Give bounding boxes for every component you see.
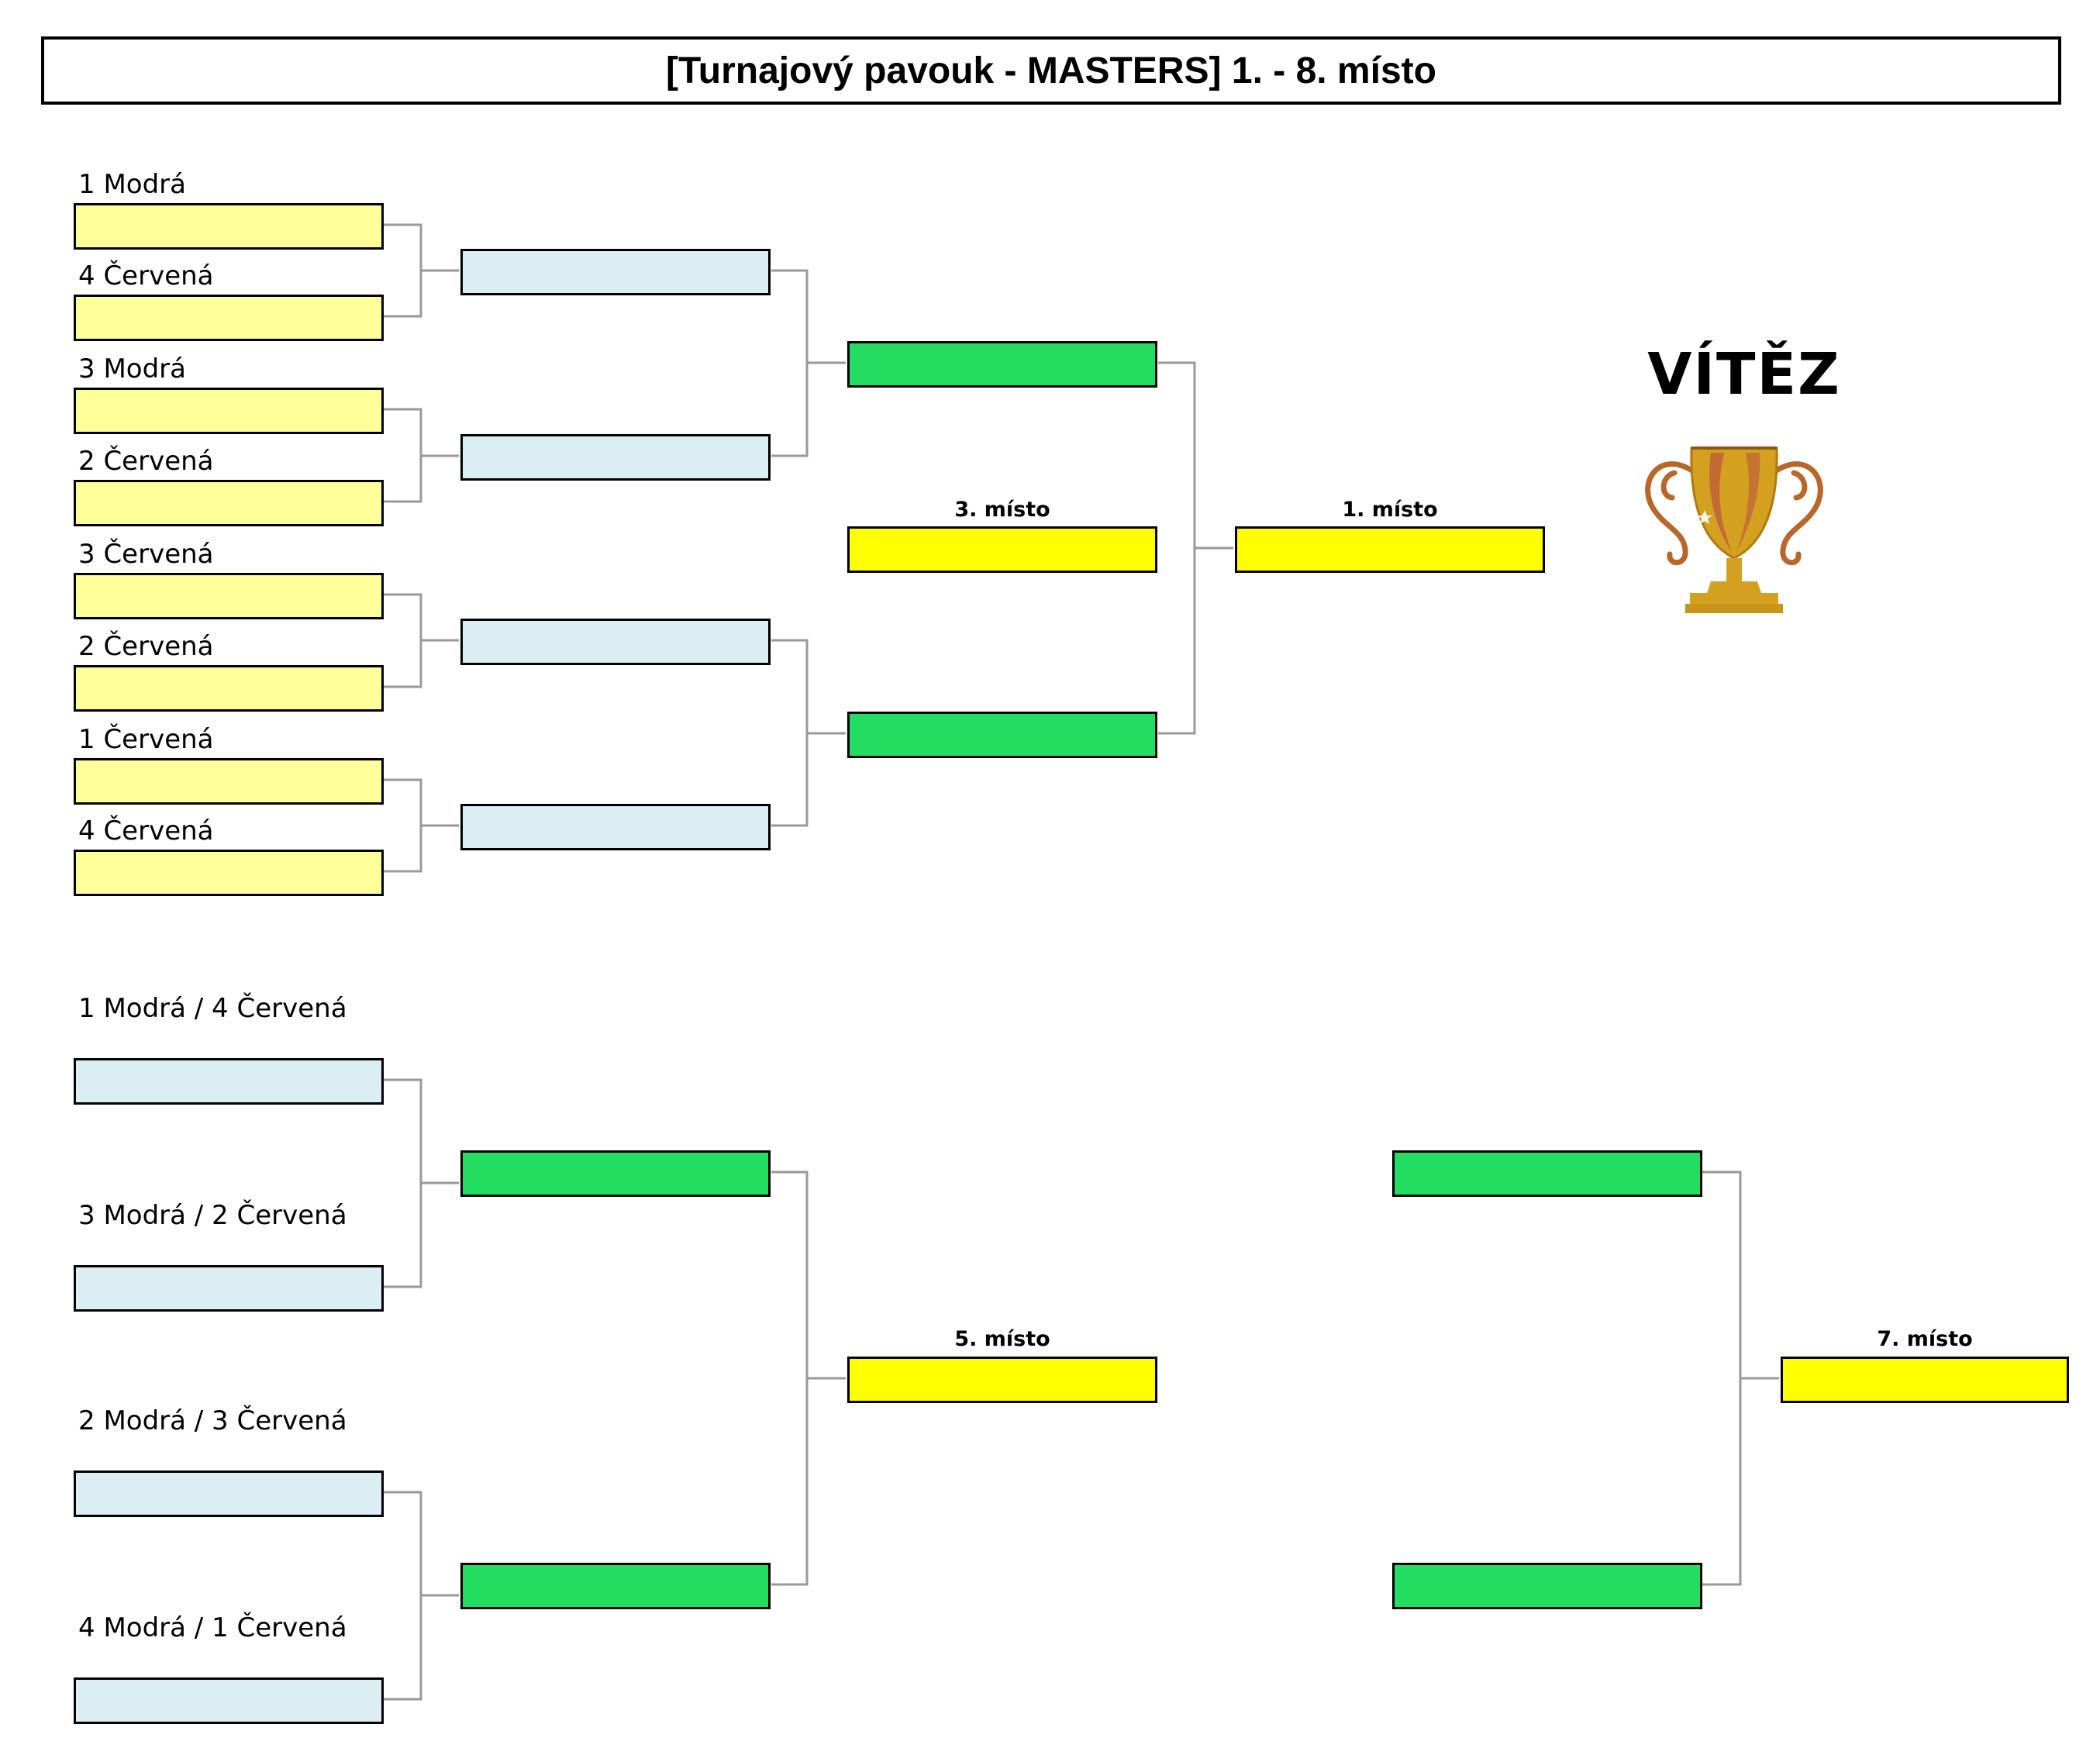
trophy-icon xyxy=(1637,442,1831,620)
seed-label: 3 Modrá xyxy=(78,353,186,384)
quarterfinal-slot[interactable] xyxy=(460,434,771,481)
seed-slot[interactable] xyxy=(74,758,384,805)
seed-label: 4 Červená xyxy=(78,260,214,291)
quarterfinal-slot[interactable] xyxy=(460,619,771,665)
fifth-place-label: 5. místo xyxy=(847,1327,1157,1352)
seed-label: 2 Červená xyxy=(78,446,214,477)
pair-label: 3 Modrá / 2 Červená xyxy=(78,1200,347,1231)
seed-label: 3 Červená xyxy=(78,539,214,570)
semifinal-slot[interactable] xyxy=(847,712,1157,758)
seed-label: 1 Modrá xyxy=(78,169,186,200)
seed-slot[interactable] xyxy=(74,203,384,250)
seed-slot[interactable] xyxy=(74,388,384,434)
pair-label: 1 Modrá / 4 Červená xyxy=(78,993,347,1024)
placement-semifinal-slot[interactable] xyxy=(460,1563,771,1609)
placement-slot[interactable] xyxy=(74,1677,384,1724)
seed-label: 2 Červená xyxy=(78,631,214,662)
third-place-label: 3. místo xyxy=(847,498,1157,522)
pair-label: 4 Modrá / 1 Červená xyxy=(78,1612,347,1643)
pair-label: 2 Modrá / 3 Červená xyxy=(78,1405,347,1436)
seventh-place-slot[interactable] xyxy=(1781,1357,2069,1403)
seed-slot[interactable] xyxy=(74,850,384,896)
first-place-label: 1. místo xyxy=(1235,498,1545,522)
first-place-slot[interactable] xyxy=(1235,526,1545,573)
placement-slot[interactable] xyxy=(74,1265,384,1312)
placement-slot[interactable] xyxy=(74,1058,384,1105)
placement-semifinal-slot[interactable] xyxy=(460,1150,771,1197)
seed-label: 4 Červená xyxy=(78,815,214,846)
seventh-place-semifinal-slot[interactable] xyxy=(1392,1563,1702,1609)
seed-label: 1 Červená xyxy=(78,724,214,755)
quarterfinal-slot[interactable] xyxy=(460,249,771,295)
seed-slot[interactable] xyxy=(74,480,384,526)
seventh-place-label: 7. místo xyxy=(1781,1327,2069,1352)
placement-slot[interactable] xyxy=(74,1471,384,1517)
quarterfinal-slot[interactable] xyxy=(460,804,771,850)
winner-label: VÍTĚZ xyxy=(1589,341,1899,408)
seed-slot[interactable] xyxy=(74,665,384,712)
seed-slot[interactable] xyxy=(74,573,384,619)
third-place-slot[interactable] xyxy=(847,526,1157,573)
seventh-place-semifinal-slot[interactable] xyxy=(1392,1150,1702,1197)
seed-slot[interactable] xyxy=(74,295,384,341)
semifinal-slot[interactable] xyxy=(847,341,1157,388)
fifth-place-slot[interactable] xyxy=(847,1357,1157,1403)
